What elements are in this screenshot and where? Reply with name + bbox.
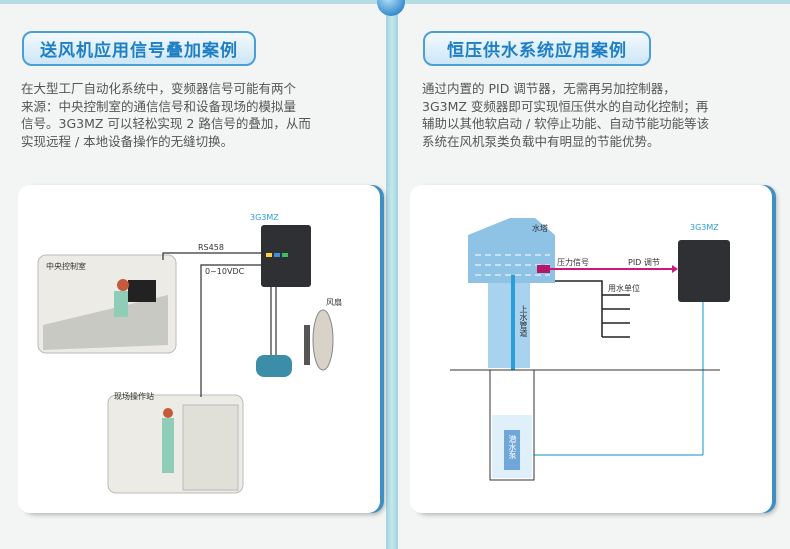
- text-line: 实现远程 / 本地设备操作的无缝切换。: [21, 133, 234, 149]
- rs-label: RS458: [198, 243, 224, 252]
- text-line: 来源：中央控制室的通信信号和设备现场的模拟量: [21, 98, 297, 114]
- inverter-label: 3G3MZ: [690, 223, 719, 232]
- fan-description: 在大型工厂自动化系统中，变频器信号可能有两个 来源：中央控制室的通信信号和设备现…: [21, 80, 381, 150]
- text-line: 通过内置的 PID 调节器，无需再另加控制器，: [422, 81, 676, 96]
- inverter-label: 3G3MZ: [250, 213, 279, 222]
- users-label: 用水单位: [608, 284, 640, 293]
- water-diagram-art: [450, 218, 730, 481]
- pressure-sensor: [537, 265, 550, 273]
- user-pipes: [555, 280, 630, 338]
- pump-label: 潜水泵: [508, 435, 517, 459]
- analog-label: 0~10VDC: [205, 267, 245, 276]
- fan-diagram: 3G3MZ RS458 0~10VDC 中央控制室 现场操作站 风扇: [18, 185, 380, 513]
- section-title-water: 恒压供水系统应用案例: [423, 31, 651, 66]
- central-room-label: 中央控制室: [46, 262, 86, 271]
- fan-diagram-art: [37, 225, 334, 494]
- pump-icon: [504, 430, 520, 470]
- text-line: 信号。3G3MZ 可以轻松实现 2 路信号的叠加，从而: [21, 116, 311, 131]
- water-tower-icon: [468, 218, 555, 283]
- text-line: 在大型工厂自动化系统中，变频器信号可能有两个: [21, 81, 297, 96]
- divider-ornament: [377, 0, 405, 16]
- center-divider: [386, 0, 398, 549]
- inverter-icon: [678, 240, 730, 302]
- worker-figure: [162, 418, 174, 473]
- operator-figure: [114, 291, 128, 317]
- pipe-label: 上水管道: [519, 305, 528, 337]
- pid-label: PID 调节: [628, 258, 660, 267]
- floor: [43, 295, 168, 350]
- water-description: 通过内置的 PID 调节器，无需再另加控制器， 3G3MZ 变频器即可实现恒压供…: [422, 80, 782, 150]
- field-station-label: 现场操作站: [114, 392, 154, 401]
- water-diagram: 水塔 压力信号 PID 调节 3G3MZ 用水单位 上水管道 潜水泵: [410, 185, 772, 513]
- tower-label: 水塔: [532, 224, 548, 233]
- analog-cable: [200, 264, 263, 397]
- text-line: 辅助以其他软启动 / 软停止功能、自动节能功能等该: [422, 116, 710, 131]
- text-line: 系统在风机泵类负载中有明显的节能优势。: [422, 133, 660, 149]
- section-title-fan: 送风机应用信号叠加案例: [22, 31, 256, 66]
- fan-label: 风扇: [326, 298, 342, 307]
- fan-icon: [312, 309, 334, 371]
- pressure-label: 压力信号: [557, 258, 589, 267]
- motor-icon: [256, 355, 292, 377]
- monitor-icon: [128, 280, 156, 302]
- text-line: 3G3MZ 变频器即可实现恒压供水的自动化控制；再: [422, 98, 709, 114]
- rs-cable: [162, 252, 263, 260]
